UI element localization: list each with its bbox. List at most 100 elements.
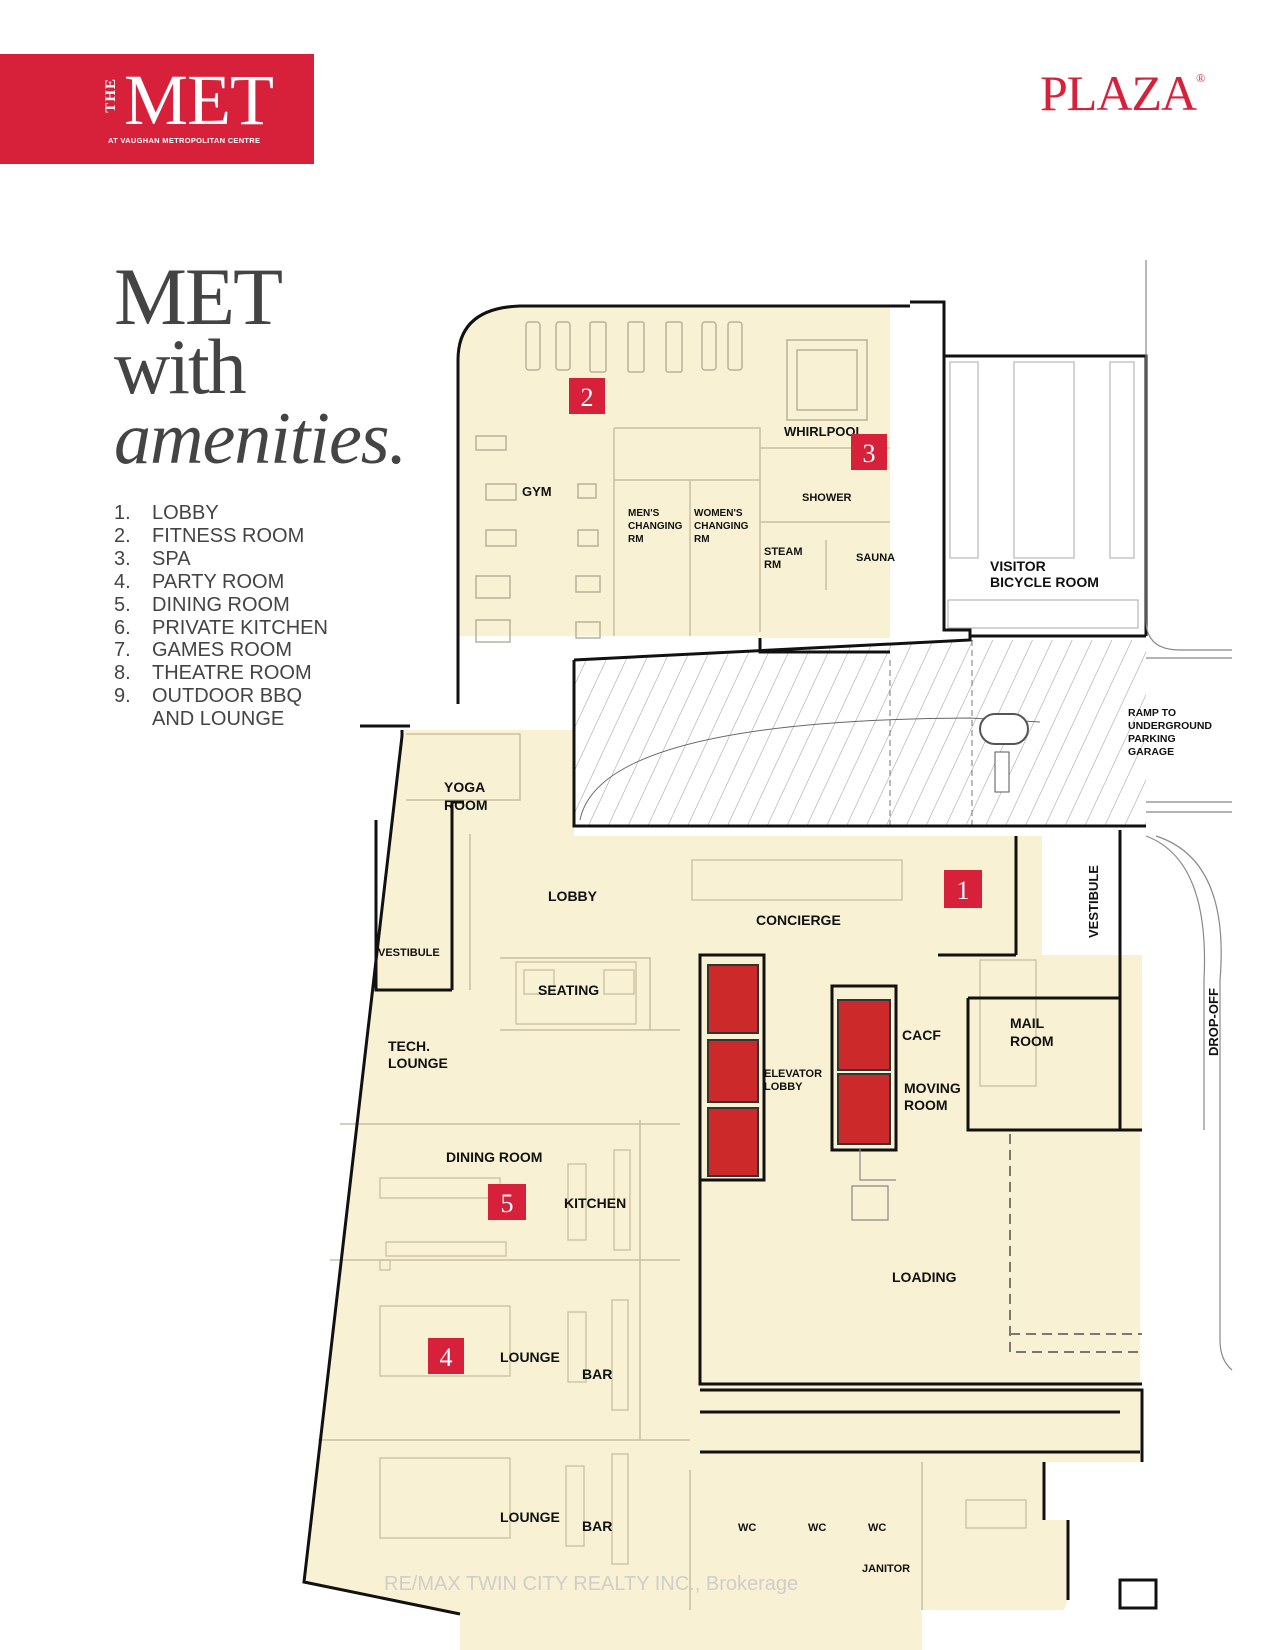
headline-line-1: MET: [114, 251, 283, 342]
label-tech-2: LOUNGE: [388, 1055, 448, 1071]
gym-equipment: [475, 321, 868, 643]
plaza-wordmark: PLAZA: [1040, 65, 1197, 121]
legend-number: 3.: [114, 547, 131, 570]
legend-item: 4. PARTY ROOM: [114, 571, 328, 594]
marker-1-number: 1: [957, 876, 970, 905]
marker-3: 3: [851, 434, 887, 470]
label-mens-3: RM: [628, 534, 644, 545]
headline-line-2: with: [114, 322, 247, 410]
label-steam-2: RM: [764, 559, 781, 571]
label-shower: SHOWER: [802, 492, 852, 504]
marker-4-number: 4: [440, 1343, 453, 1372]
legend-item: 9.OUTDOOR BBQ: [114, 685, 328, 708]
legend-item: 3. SPA: [114, 548, 328, 571]
legend-item: 6. PRIVATE KITCHEN: [114, 617, 328, 640]
loading-dock: [1009, 1134, 1142, 1353]
legend-label: SPA: [152, 547, 191, 570]
legend-number: 2.: [114, 524, 131, 547]
legend-number: 9.: [114, 685, 131, 708]
label-cacf: CACF: [902, 1027, 941, 1043]
legend-number: 6.: [114, 616, 131, 639]
label-moving-2: ROOM: [904, 1097, 948, 1113]
label-visitor-2: BICYCLE ROOM: [990, 574, 1099, 590]
label-drop-off: DROP-OFF: [1206, 988, 1221, 1056]
site-lines: [851, 260, 1233, 1371]
legend-label: AND LOUNGE: [152, 708, 285, 731]
label-whirlpool: WHIRLPOOL: [784, 424, 863, 439]
label-bar-1: BAR: [582, 1366, 612, 1382]
legend-label: PARTY ROOM: [152, 570, 285, 593]
label-yoga-1: YOGA: [444, 779, 485, 795]
label-lounge-2: LOUNGE: [500, 1509, 560, 1525]
label-lobby: LOBBY: [548, 888, 598, 904]
legend-item: AND LOUNGE: [114, 708, 328, 731]
marker-2: 2: [569, 378, 605, 414]
room-labels: GYM MEN'S CHANGING RM WOMEN'S CHANGING R…: [378, 424, 1221, 1575]
plaza-logo: PLAZA®: [1040, 65, 1205, 121]
label-mens-2: CHANGING: [628, 521, 683, 532]
headline-line-3: amenities.: [114, 397, 407, 480]
label-steam-1: STEAM: [764, 546, 803, 558]
label-sauna: SAUNA: [856, 552, 895, 564]
label-kitchen: KITCHEN: [564, 1195, 626, 1211]
headline: MET with amenities.: [114, 251, 407, 480]
label-ramp-4: GARAGE: [1128, 746, 1174, 758]
legend-item: 5.DINING ROOM: [114, 594, 328, 617]
label-mail-2: ROOM: [1010, 1033, 1054, 1049]
label-ramp-3: PARKING: [1128, 733, 1176, 745]
legend-label: LOBBY: [152, 502, 219, 524]
label-womens-1: WOMEN'S: [694, 508, 743, 519]
label-elevator-1: ELEVATOR: [764, 1068, 822, 1080]
legend-number: 7.: [114, 639, 131, 662]
marker-5: 5: [488, 1184, 526, 1220]
elevator-cabs: [707, 964, 891, 1177]
label-gym: GYM: [522, 484, 552, 499]
legend-number: 8.: [114, 662, 131, 685]
legend-number: 4.: [114, 570, 131, 593]
label-wc-2: WC: [808, 1522, 826, 1534]
watermark: RE/MAX TWIN CITY REALTY INC., Brokerage: [384, 1573, 799, 1595]
label-wc-1: WC: [738, 1522, 756, 1534]
label-mens-1: MEN'S: [628, 508, 660, 519]
label-womens-3: RM: [694, 534, 710, 545]
legend-label: PRIVATE KITCHEN: [152, 616, 328, 639]
label-mail-1: MAIL: [1010, 1015, 1045, 1031]
label-loading: LOADING: [892, 1269, 957, 1285]
interior-walls: [318, 427, 923, 1610]
legend-item: 1.LOBBY: [114, 502, 328, 525]
label-tech-1: TECH.: [388, 1038, 430, 1054]
logo-met: MET: [124, 60, 274, 140]
label-seating: SEATING: [538, 982, 599, 998]
marker-2-number: 2: [581, 383, 594, 412]
label-ramp-1: RAMP TO: [1128, 707, 1176, 719]
bicycle-racks: [947, 361, 1139, 629]
legend-label: GAMES ROOM: [152, 639, 293, 662]
label-janitor: JANITOR: [862, 1563, 910, 1575]
label-elevator-2: LOBBY: [764, 1081, 803, 1093]
label-vestibule-left: VESTIBULE: [378, 947, 440, 959]
label-vestibule-right: VESTIBULE: [1086, 865, 1101, 938]
amenity-markers: 1 2 3 4 5: [428, 378, 982, 1374]
logo-subtitle: AT VAUGHAN METROPOLITAN CENTRE: [108, 136, 261, 145]
label-ramp-2: UNDERGROUND: [1128, 720, 1212, 732]
amenities-legend: 1.LOBBY 2.FITNESS ROOM 3. SPA 4. PARTY ROO…: [114, 502, 328, 731]
legend-item: 2.FITNESS ROOM: [114, 525, 328, 548]
label-bar-2: BAR: [582, 1518, 612, 1534]
met-logo: THE MET AT VAUGHAN METROPOLITAN CENTRE: [0, 54, 314, 164]
furniture: [379, 859, 1037, 1565]
floor-area: [304, 306, 1142, 1650]
registered-mark: ®: [1196, 71, 1205, 85]
label-womens-2: CHANGING: [694, 521, 749, 532]
marker-5-number: 5: [501, 1189, 514, 1218]
label-visitor-1: VISITOR: [990, 558, 1046, 574]
legend-item: 8. THEATRE ROOM: [114, 662, 328, 685]
parking-ramp: [574, 640, 1146, 826]
label-dining-room: DINING ROOM: [446, 1149, 542, 1165]
legend-label: THEATRE ROOM: [152, 662, 312, 685]
legend-item: 7. GAMES ROOM: [114, 639, 328, 662]
legend-label: DINING ROOM: [152, 593, 290, 616]
label-moving-1: MOVING: [904, 1080, 961, 1096]
marker-3-number: 3: [863, 439, 876, 468]
label-concierge: CONCIERGE: [756, 912, 841, 928]
